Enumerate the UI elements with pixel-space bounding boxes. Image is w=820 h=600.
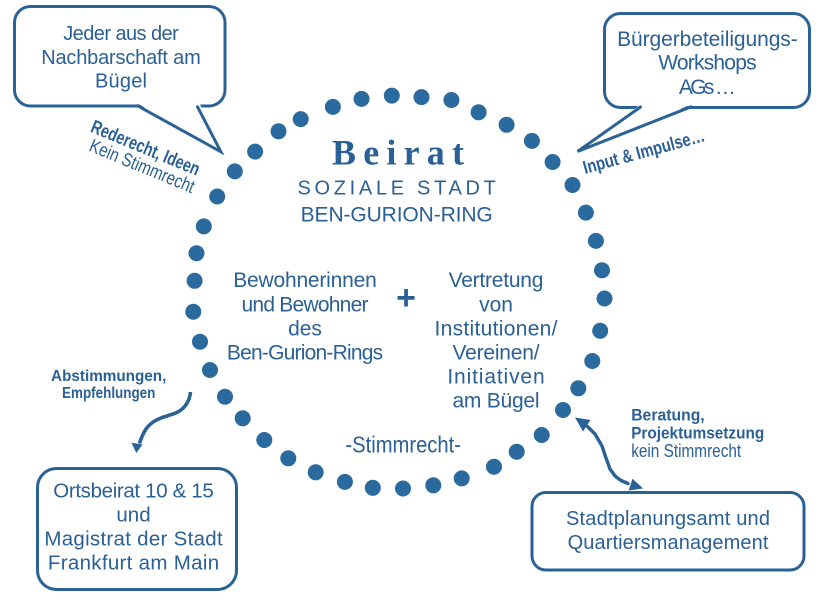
svg-text:Magistrat der Stadt: Magistrat der Stadt xyxy=(44,527,223,550)
svg-text:Quartiersmanagement: Quartiersmanagement xyxy=(568,532,769,554)
svg-text:Beirat: Beirat xyxy=(332,132,464,172)
svg-text:Vereinen/: Vereinen/ xyxy=(452,342,539,365)
svg-text:Bewohnerinnen: Bewohnerinnen xyxy=(233,269,377,292)
svg-text:Workshops: Workshops xyxy=(658,52,756,75)
svg-text:Frankfurt am Main: Frankfurt am Main xyxy=(48,551,219,574)
svg-text:Beratung,: Beratung, xyxy=(631,406,705,425)
svg-text:+: + xyxy=(396,279,416,317)
svg-text:und Bewohner: und Bewohner xyxy=(242,293,369,316)
svg-text:Bürgerbeteiligungs-: Bürgerbeteiligungs- xyxy=(617,28,798,51)
svg-text:Vertretung: Vertretung xyxy=(449,269,544,292)
svg-text:Projektumsetzung: Projektumsetzung xyxy=(631,424,764,443)
svg-text:Institutionen/: Institutionen/ xyxy=(435,317,558,340)
svg-text:des: des xyxy=(288,317,322,340)
svg-text:Abstimmungen,: Abstimmungen, xyxy=(51,368,166,385)
svg-text:AGs …: AGs … xyxy=(679,76,736,99)
svg-text:Input & Impulse…: Input & Impulse… xyxy=(581,124,708,177)
svg-text:SOZIALE STADT: SOZIALE STADT xyxy=(298,178,496,200)
svg-text:BEN-GURION-RING: BEN-GURION-RING xyxy=(301,204,493,227)
svg-text:und: und xyxy=(116,503,150,526)
svg-text:kein Stimmrecht: kein Stimmrecht xyxy=(631,441,741,461)
svg-text:Stadtplanungsamt und: Stadtplanungsamt und xyxy=(566,508,770,530)
svg-text:von: von xyxy=(479,293,513,316)
svg-text:Jeder aus der: Jeder aus der xyxy=(63,23,179,45)
svg-text:Empfehlungen: Empfehlungen xyxy=(62,385,155,402)
svg-text:Initiativen: Initiativen xyxy=(447,366,544,389)
svg-text:Ortsbeirat 10 & 15: Ortsbeirat 10 & 15 xyxy=(53,479,214,502)
svg-text:am Bügel: am Bügel xyxy=(452,390,539,413)
svg-text:Bügel: Bügel xyxy=(95,71,147,93)
svg-text:Ben-Gurion-Rings: Ben-Gurion-Rings xyxy=(227,342,383,365)
svg-text:-Stimmrecht-: -Stimmrecht- xyxy=(345,432,461,458)
svg-text:Nachbarschaft am: Nachbarschaft am xyxy=(41,47,201,69)
